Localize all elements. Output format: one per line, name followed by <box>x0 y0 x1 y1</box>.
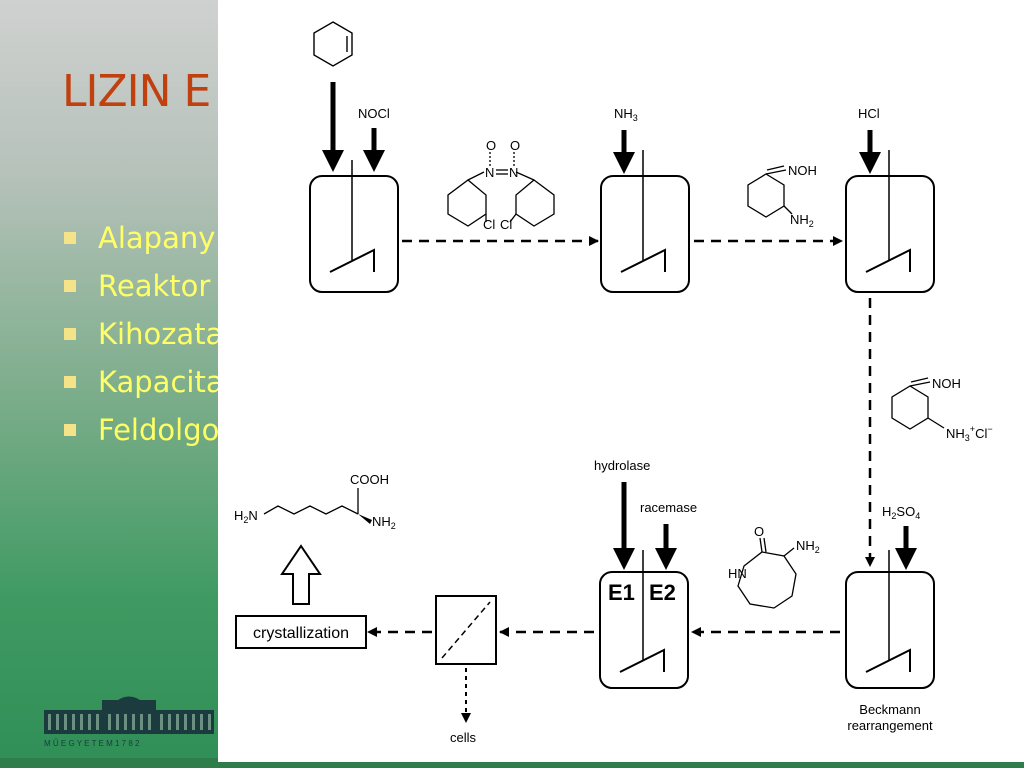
reagent-hydrolase: hydrolase <box>594 458 650 473</box>
feed-arrowhead <box>613 548 635 570</box>
group-nh2: NH2 <box>372 514 396 531</box>
feed-arrowhead <box>613 152 635 174</box>
feed-arrowhead <box>363 150 385 172</box>
aminocaprolactam-structure: O HN NH2 <box>728 524 820 609</box>
label-rearrangement: rearrangement <box>847 718 933 733</box>
atom-hn: HN <box>728 566 747 581</box>
bullet-item: Feldolgo <box>64 406 224 454</box>
enzyme-e2-label: E2 <box>649 580 676 605</box>
enzyme-reactor <box>599 550 689 689</box>
reagent-hcl: HCl <box>858 106 880 121</box>
bullet-square-icon <box>64 376 76 388</box>
bullet-item: Kapacita <box>64 358 224 406</box>
logo-caption: M Ű E G Y E T E M 1 7 8 2 <box>44 739 140 748</box>
bullet-square-icon <box>64 328 76 340</box>
reactor-1 <box>309 160 399 293</box>
feed-arrowhead <box>859 152 881 174</box>
feed-arrowhead <box>322 150 344 172</box>
reagent-nocl: NOCl <box>358 106 390 121</box>
label-crystallization: crystallization <box>253 625 349 642</box>
amino-oxime-structure: NOH NH2 <box>747 163 817 229</box>
atom-n: N <box>509 165 518 180</box>
feed-arrowhead <box>655 548 677 570</box>
bullet-text: Feldolgo <box>98 413 220 447</box>
bullet-list: Alapany Reaktor Kihozata Kapacita Feldol… <box>64 214 224 454</box>
atom-n: N <box>485 165 494 180</box>
atom-noh: NOH <box>932 376 961 391</box>
reagent-racemase: racemase <box>640 500 697 515</box>
reactor-3 <box>845 150 935 293</box>
university-logo: M Ű E G Y E T E M 1 7 8 2 <box>44 696 214 748</box>
bullet-square-icon <box>64 280 76 292</box>
reactor-4 <box>845 550 935 689</box>
bullet-item: Alapany <box>64 214 224 262</box>
group-cooh: COOH <box>350 472 389 487</box>
atom-o: O <box>486 138 496 153</box>
bullet-square-icon <box>64 232 76 244</box>
bullet-text: Kihozata <box>98 317 224 351</box>
enzyme-e1-label: E1 <box>608 580 635 605</box>
label-beckmann: Beckmann <box>859 702 920 717</box>
atom-nh3-cl: NH3+Cl− <box>946 424 993 443</box>
crystallization-box <box>235 615 367 649</box>
cyclohexene-structure <box>313 21 353 67</box>
atom-cl: Cl <box>500 217 512 232</box>
filter-unit <box>435 595 497 665</box>
group-h2n: H2N <box>234 508 258 525</box>
product-arrow <box>280 544 322 605</box>
bullet-item: Reaktor <box>64 262 224 310</box>
atom-nh2: NH2 <box>796 538 820 555</box>
atom-cl: Cl <box>483 217 495 232</box>
bullet-text: Reaktor <box>98 269 211 303</box>
atom-o: O <box>754 524 764 539</box>
bullet-text: Kapacita <box>98 365 224 399</box>
reagent-h2so4: H2SO4 <box>882 504 920 521</box>
reagent-nh3: NH3 <box>614 106 638 123</box>
label-cells: cells <box>450 730 477 745</box>
reactor-2 <box>600 150 690 293</box>
slide-bottom-band <box>0 758 1024 768</box>
atom-o: O <box>510 138 520 153</box>
bullet-item: Kihozata <box>64 310 224 358</box>
diagram-panel: NOCl O O N N Cl Cl NH3 <box>218 0 1024 762</box>
feed-arrowhead <box>895 548 917 570</box>
amino-oxime-hydrochloride-structure: NOH NH3+Cl− <box>891 376 993 443</box>
bullet-text: Alapany <box>98 221 216 255</box>
nitroso-dimer-structure: O O N N Cl Cl <box>447 138 555 232</box>
slide-title: LIZIN E <box>62 66 211 117</box>
lysine-process-diagram: NOCl O O N N Cl Cl NH3 <box>234 21 993 745</box>
lysine-structure: COOH H2N NH2 <box>234 472 396 531</box>
atom-nh2: NH2 <box>790 212 814 229</box>
atom-noh: NOH <box>788 163 817 178</box>
bullet-square-icon <box>64 424 76 436</box>
